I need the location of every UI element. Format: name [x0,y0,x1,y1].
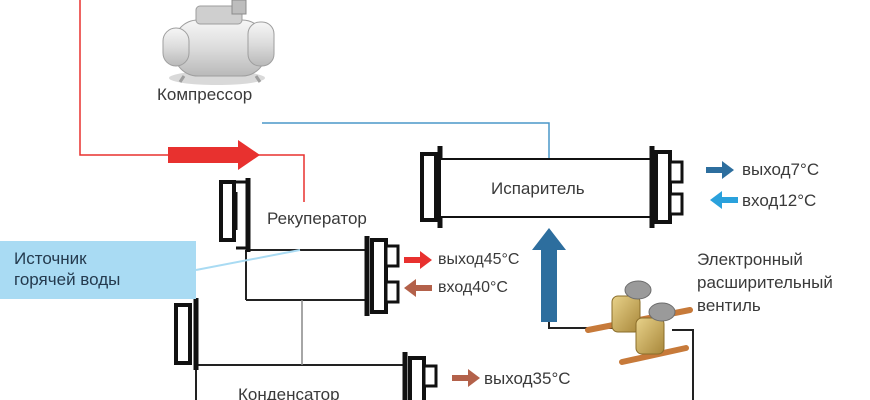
hot-gas-arrow-icon [168,140,260,170]
hot-water-source-callout: Источник горячей воды [0,241,196,299]
evap-in-arrow-icon [710,191,738,209]
condenser-exchanger-icon [174,298,438,400]
recup-in-label: вход40°C [438,279,508,296]
callout-pointer [195,249,301,271]
recup-out-label: выход45°C [438,251,520,268]
evaporator-feed-arrow-icon [532,228,566,322]
evaporator-exchanger-icon [420,146,684,228]
condenser-label: Конденсатор [238,385,340,400]
evap-in-label: вход12°C [742,191,817,210]
expansion-valve-label: Электронный расширительный вентиль [697,250,833,315]
compressor-label: Компрессор [157,85,253,104]
compressor-icon [162,0,275,85]
evap-out-label: выход7°C [742,160,820,179]
cond-out-arrow-icon [452,369,480,387]
recup-in-arrow-icon [404,279,432,297]
recup-out-arrow-icon [404,251,432,269]
recuperator-label: Рекуператор [267,209,367,228]
cold-line [262,122,550,160]
expansion-valve-icon [585,280,693,365]
cond-out-label: выход35°C [484,369,571,388]
recuperator-exchanger-icon [219,178,400,316]
evap-out-arrow-icon [706,161,734,179]
evaporator-label: Испаритель [491,179,585,198]
